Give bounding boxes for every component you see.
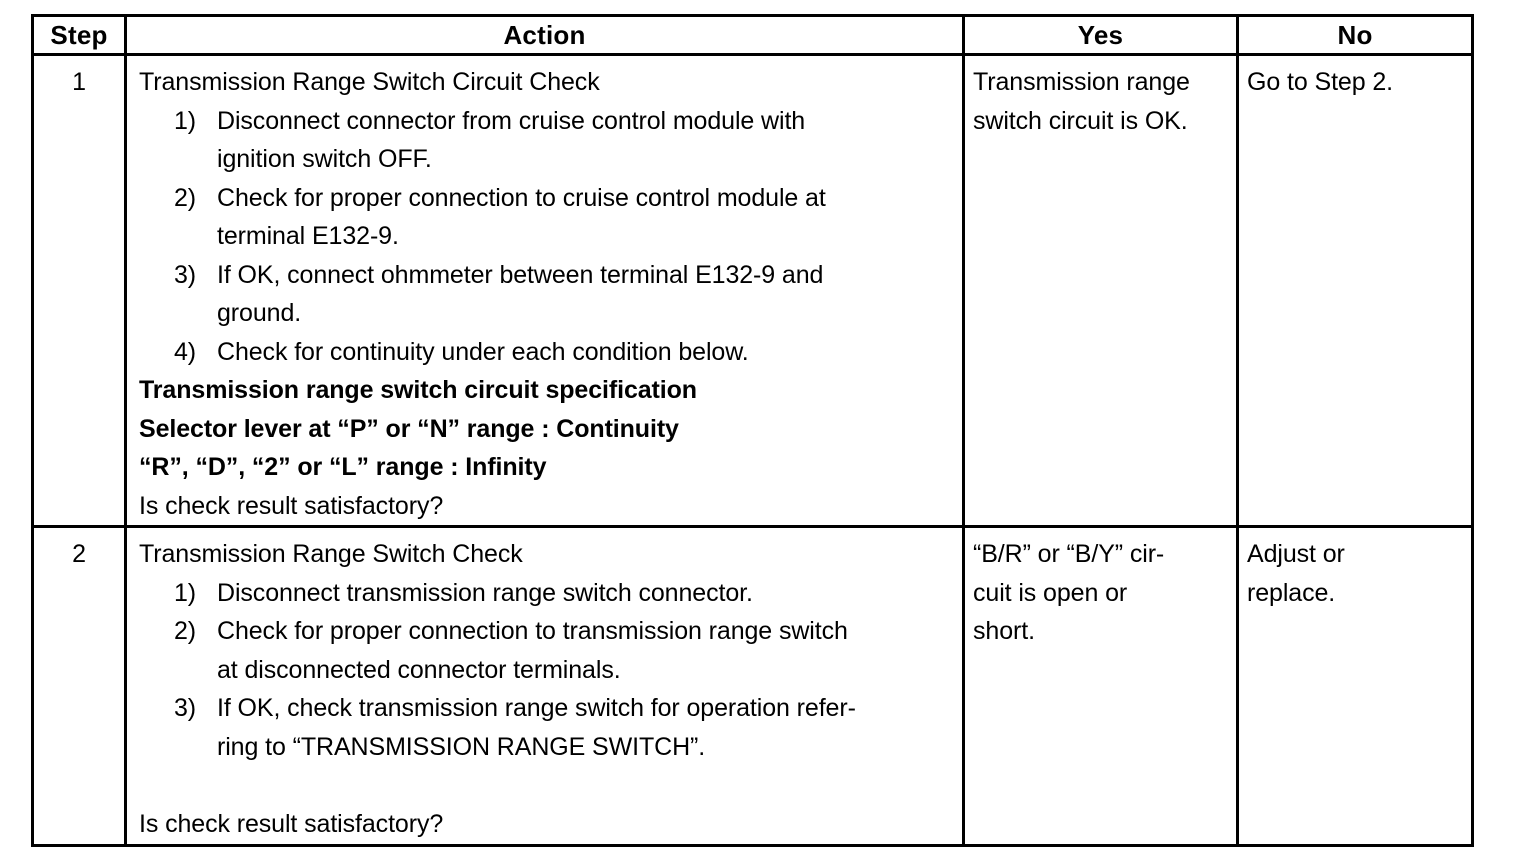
item-line: terminal E132-9. [217, 222, 399, 250]
action-item: 1) Disconnect connector from cruise cont… [139, 102, 958, 179]
cell-line: switch circuit is OK. [973, 106, 1188, 135]
action-cell: Transmission Range Switch Check 1) Disco… [124, 525, 965, 847]
action-item: 1) Disconnect transmission range switch … [139, 574, 958, 613]
cell-line: “B/R” or “B/Y” cir- [973, 540, 1165, 568]
item-text: Check for proper connection to transmiss… [217, 612, 848, 689]
item-line: If OK, check transmission range switch f… [217, 694, 856, 722]
item-number: 2) [174, 617, 197, 645]
item-number: 2) [174, 183, 197, 212]
question-line: Is check result satisfactory? [139, 491, 444, 520]
spec-line: Transmission range switch circuit specif… [139, 376, 697, 404]
yes-cell: Transmission range switch circuit is OK. [962, 53, 1239, 528]
table-row-step-2: 2 Transmission Range Switch Check 1) Dis… [31, 525, 1474, 847]
action-cell: Transmission Range Switch Circuit Check … [124, 53, 965, 528]
cell-line: replace. [1247, 578, 1336, 607]
spec-line: “R”, “D”, “2” or “L” range : Infinity [139, 453, 547, 481]
action-item: 2) Check for proper connection to transm… [139, 612, 958, 689]
item-line: Disconnect transmission range switch con… [217, 578, 753, 607]
question-line: Is check result satisfactory? [139, 809, 444, 838]
cell-line: short. [973, 617, 1035, 645]
item-number: 3) [174, 260, 197, 289]
cell-line: Go to Step 2. [1247, 68, 1394, 96]
item-line: Check for proper connection to cruise co… [217, 183, 826, 212]
item-line: If OK, connect ohmmeter between terminal… [217, 260, 824, 289]
action-title: Transmission Range Switch Check [139, 540, 523, 568]
step-number: 1 [72, 68, 86, 96]
item-text: Check for proper connection to cruise co… [217, 179, 826, 256]
header-step: Step [31, 14, 127, 56]
item-text: If OK, connect ohmmeter between terminal… [217, 256, 823, 333]
item-line: at disconnected connector terminals. [217, 655, 621, 684]
action-title: Transmission Range Switch Circuit Check [139, 68, 600, 96]
item-text: If OK, check transmission range switch f… [217, 689, 856, 766]
action-item: 4) Check for continuity under each condi… [139, 333, 958, 372]
item-text: Disconnect transmission range switch con… [217, 574, 753, 613]
item-line: Check for proper connection to transmiss… [217, 617, 848, 645]
header-action: Action [124, 14, 965, 56]
step-cell: 1 [31, 53, 127, 528]
troubleshooting-table: Step Action Yes No 1 Transmission Range … [31, 14, 1474, 847]
item-line: ring to “TRANSMISSION RANGE SWITCH”. [217, 732, 706, 761]
action-item: 3) If OK, check transmission range switc… [139, 689, 958, 766]
header-yes: Yes [962, 14, 1239, 56]
step-number: 2 [72, 540, 86, 568]
cell-line: Adjust or [1247, 540, 1345, 568]
spec-line: Selector lever at “P” or “N” range : Con… [139, 414, 679, 443]
blank-line [139, 766, 958, 805]
item-number: 1) [174, 106, 197, 135]
item-number: 3) [174, 694, 197, 722]
item-number: 1) [174, 578, 197, 607]
item-text: Check for continuity under each conditio… [217, 333, 749, 372]
no-cell: Go to Step 2. [1236, 53, 1474, 528]
item-text: Disconnect connector from cruise control… [217, 102, 805, 179]
item-line: ground. [217, 299, 302, 327]
action-item: 3) If OK, connect ohmmeter between termi… [139, 256, 958, 333]
item-line: ignition switch OFF. [217, 145, 432, 173]
step-cell: 2 [31, 525, 127, 847]
no-cell: Adjust or replace. [1236, 525, 1474, 847]
yes-cell: “B/R” or “B/Y” cir- cuit is open or shor… [962, 525, 1239, 847]
cell-line: Transmission range [973, 68, 1190, 96]
action-item: 2) Check for proper connection to cruise… [139, 179, 958, 256]
table-header-row: Step Action Yes No [31, 14, 1474, 56]
item-number: 4) [174, 337, 197, 366]
table-row-step-1: 1 Transmission Range Switch Circuit Chec… [31, 53, 1474, 528]
item-line: Check for continuity under each conditio… [217, 337, 749, 366]
item-line: Disconnect connector from cruise control… [217, 106, 806, 135]
cell-line: cuit is open or [973, 578, 1128, 607]
header-no: No [1236, 14, 1474, 56]
